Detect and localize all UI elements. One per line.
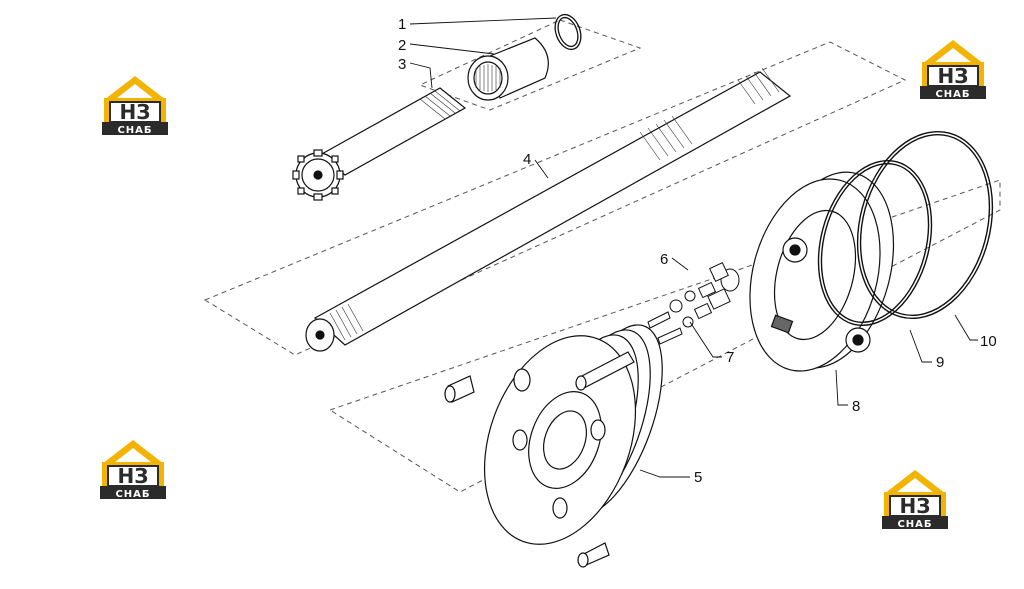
part-10-outer-seal — [856, 131, 994, 319]
watermark-logo-top-right: НЗ СНАБ — [919, 39, 987, 100]
svg-text:СНАБ: СНАБ — [935, 89, 970, 100]
part-2-bushing — [467, 37, 549, 101]
leader-lines — [409, 17, 978, 478]
callout-1: 1 — [398, 16, 406, 33]
callout-3: 3 — [398, 56, 406, 73]
callout-8: 8 — [852, 398, 860, 415]
svg-text:НЗ: НЗ — [120, 100, 151, 124]
svg-text:СНАБ: СНАБ — [897, 519, 932, 530]
watermark-logo-bottom-left: НЗ СНАБ — [99, 439, 167, 500]
callout-2: 2 — [398, 37, 406, 54]
part-1-snap-ring — [554, 13, 582, 51]
part-9-inner-seal — [817, 159, 933, 327]
svg-text:НЗ: НЗ — [900, 494, 931, 518]
callout-6: 6 — [660, 251, 668, 268]
part-5-clutch-pack — [444, 324, 663, 568]
part-3-pinion-shaft — [292, 87, 467, 201]
svg-text:СНАБ: СНАБ — [117, 125, 152, 136]
callout-7: 7 — [726, 349, 734, 366]
callout-labels: 1 2 3 4 5 6 7 8 9 10 — [398, 16, 997, 486]
watermark-logo-bottom-right: НЗ СНАБ — [881, 469, 949, 530]
callout-4: 4 — [523, 151, 531, 168]
watermark-logo-top-left: НЗ СНАБ — [101, 75, 169, 136]
svg-text:НЗ: НЗ — [118, 464, 149, 488]
callout-5: 5 — [694, 469, 702, 486]
svg-text:СНАБ: СНАБ — [115, 489, 150, 500]
part-7-valve-body — [707, 288, 731, 310]
svg-text:НЗ: НЗ — [938, 64, 969, 88]
part-4-main-shaft — [305, 67, 792, 352]
callout-9: 9 — [936, 354, 944, 371]
callout-10: 10 — [980, 333, 997, 350]
